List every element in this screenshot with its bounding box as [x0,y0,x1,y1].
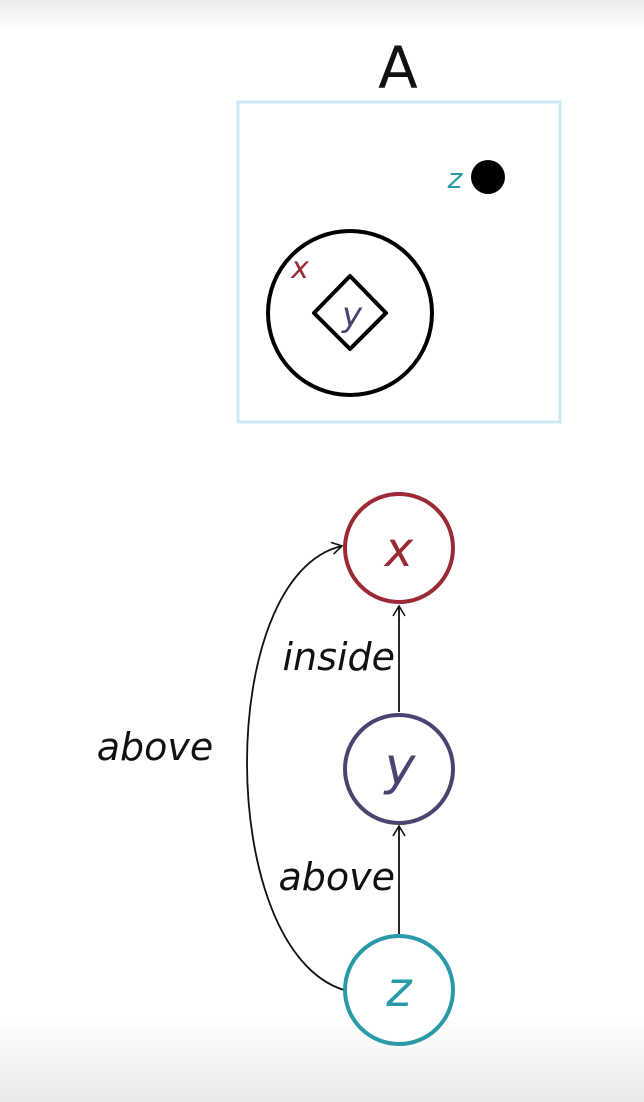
node-y-label: y [383,737,417,797]
scene-frame [236,100,562,424]
object-y-diamond [312,274,388,351]
edge-label-above-zy: above [278,855,395,899]
object-x-label: x [290,251,309,286]
node-z-circle [343,934,455,1046]
edge-label-above-zx: above [97,725,214,769]
edge-label-inside: inside [283,635,396,679]
object-y-label: y [341,295,363,335]
edge-z-to-x [246,541,345,991]
scene-title: A [378,34,418,102]
object-x-circle [266,229,434,397]
node-x-circle [343,492,455,604]
node-x-label: x [383,522,414,578]
object-z-dot [471,160,505,194]
object-z-label: z [447,162,464,195]
node-z-label: z [385,962,413,1018]
node-y-circle [343,713,455,825]
